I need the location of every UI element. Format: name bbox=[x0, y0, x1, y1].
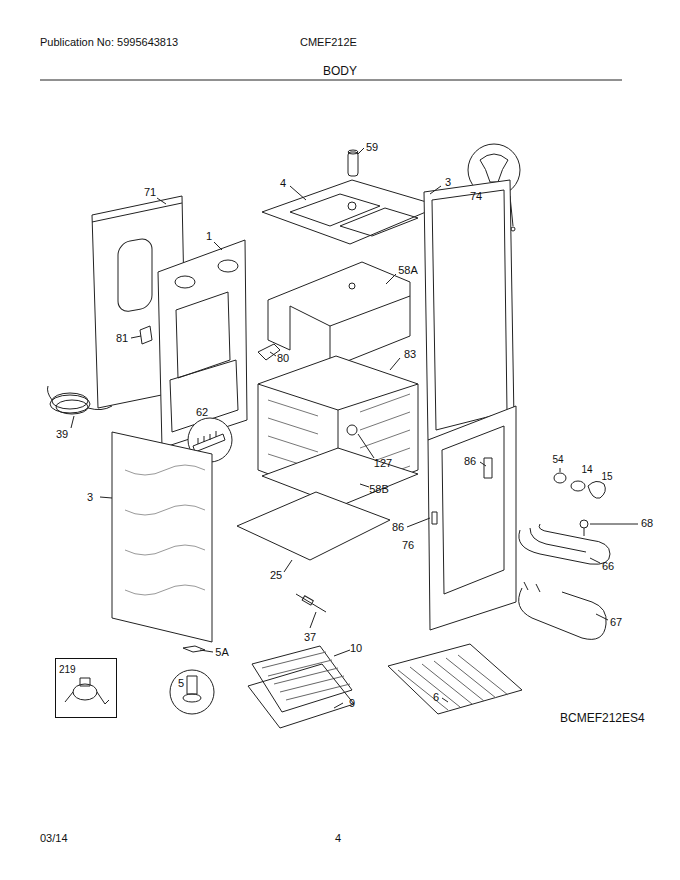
front-frame bbox=[428, 406, 516, 630]
callout-number: 59 bbox=[366, 142, 378, 153]
inset-box: 219 bbox=[55, 658, 117, 718]
callout-number: 74 bbox=[470, 191, 482, 202]
insulation-blanket bbox=[268, 262, 410, 368]
bracket bbox=[258, 344, 280, 360]
callout-number: 14 bbox=[581, 465, 592, 475]
callout-number: 3 bbox=[87, 492, 93, 503]
spacer-tube bbox=[348, 150, 358, 176]
diagram-code: BCMEF212ES4 bbox=[560, 712, 645, 724]
callout-number: 1 bbox=[206, 231, 212, 242]
callout-number: 58B bbox=[369, 484, 389, 495]
callout-number: 66 bbox=[602, 561, 614, 572]
callout-number: 80 bbox=[277, 353, 289, 364]
callout-number: 10 bbox=[350, 643, 362, 654]
power-cord bbox=[48, 386, 113, 414]
callout-number: 5A bbox=[215, 647, 228, 658]
callout-number: 71 bbox=[144, 187, 156, 198]
callout-number: 39 bbox=[56, 429, 68, 440]
callout-number: 25 bbox=[270, 570, 282, 581]
callout-number: 219 bbox=[56, 662, 79, 677]
callout-number: 6 bbox=[433, 692, 439, 703]
callout-number: 9 bbox=[349, 698, 355, 709]
callout-number: 15 bbox=[601, 472, 612, 482]
model-number: CMEF212E bbox=[300, 37, 357, 48]
callout-number: 58A bbox=[398, 265, 418, 276]
oven-sensor bbox=[296, 594, 326, 612]
callout-number: 62 bbox=[196, 407, 208, 418]
callout-number: 86 bbox=[464, 456, 476, 467]
broil-pan bbox=[248, 646, 354, 728]
callout-number: 3 bbox=[445, 177, 451, 188]
page-title: BODY bbox=[323, 64, 357, 78]
callout-number: 83 bbox=[404, 349, 416, 360]
insulation-blanket bbox=[262, 448, 418, 506]
leader-lines bbox=[71, 148, 638, 708]
callout-number: 127 bbox=[374, 458, 392, 469]
callout-number: 68 bbox=[641, 518, 653, 529]
callout-number: 67 bbox=[610, 617, 622, 628]
bracket bbox=[140, 326, 152, 344]
top-panel bbox=[262, 180, 440, 244]
publication-number: Publication No: 5995643813 bbox=[40, 37, 178, 48]
side-panel bbox=[424, 180, 514, 440]
callout-number: 5 bbox=[178, 678, 184, 689]
bake-element bbox=[519, 582, 607, 639]
broil-element bbox=[519, 520, 610, 564]
callout-number: 76 bbox=[402, 540, 414, 551]
side-panel bbox=[112, 432, 212, 642]
thermal-switch bbox=[65, 678, 109, 704]
bottom-panel bbox=[237, 492, 390, 560]
callout-number: 81 bbox=[116, 333, 128, 344]
callout-number: 37 bbox=[304, 632, 316, 643]
leveling-leg bbox=[170, 670, 214, 714]
knob-set bbox=[554, 473, 605, 498]
callout-number: 86 bbox=[392, 522, 404, 533]
oven-rack bbox=[388, 644, 522, 714]
date: 03/14 bbox=[40, 833, 68, 844]
header-rule bbox=[40, 80, 622, 81]
page-number: 4 bbox=[335, 833, 341, 844]
callout-number: 54 bbox=[552, 455, 563, 465]
callout-number: 4 bbox=[280, 178, 286, 189]
leg-bracket bbox=[183, 646, 205, 652]
rear-panel bbox=[158, 240, 247, 448]
